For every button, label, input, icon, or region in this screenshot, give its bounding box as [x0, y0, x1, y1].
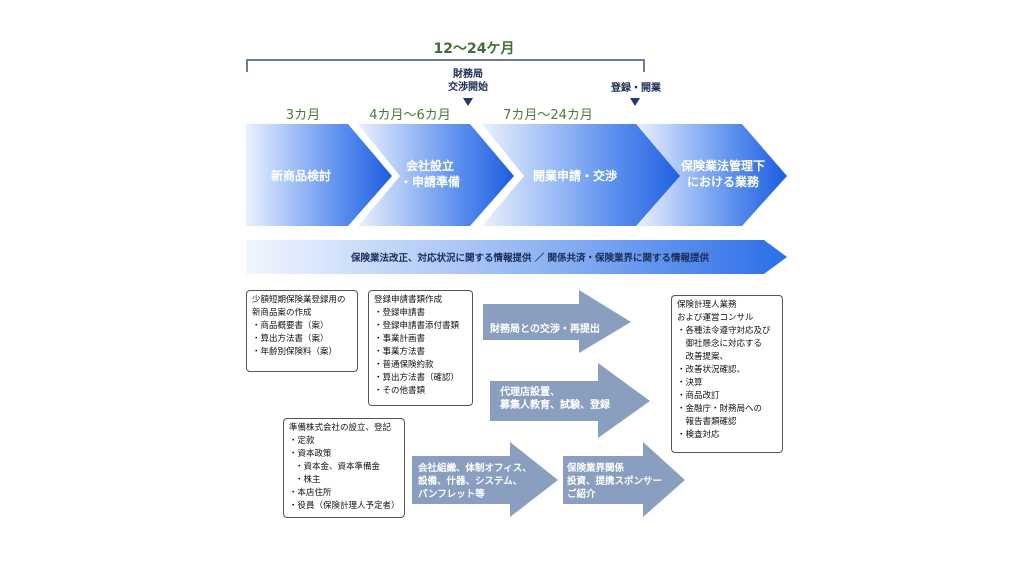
- duration-bracket: [246, 59, 645, 72]
- negotiation-arrow-text: 財務局との交渉・再提出: [490, 324, 600, 335]
- phase-chevron-2: [358, 124, 514, 226]
- industry-intro-arrow-text: 保険業界関係 投資、提携スポンサー ご紹介: [567, 463, 663, 500]
- negotiation-arrow: [483, 290, 631, 353]
- phase-3-text: 開業申請・交渉: [532, 169, 617, 183]
- registration-marker: [630, 98, 640, 106]
- list-item: ・登録申請書: [374, 308, 426, 318]
- info-banner-arrow: [246, 240, 787, 274]
- company-setup-title: 準備株式会社の設立、登記: [289, 423, 392, 433]
- list-item: ・年齢別保険料（案）: [252, 347, 338, 357]
- list-item: ・算出方法書（確認）: [374, 373, 460, 383]
- company-setup-box: 準備株式会社の設立、登記 ・定款 ・資本政策 ・資本金、資本準備金 ・株主 ・本…: [283, 418, 405, 518]
- actuary-title: 保険計理人業務 および運営コンサル: [677, 300, 754, 323]
- list-item: ・事業計画書: [374, 334, 426, 344]
- total-duration-label: 12〜24ケ月: [433, 41, 515, 57]
- list-item: ・商品概要書（案）: [252, 321, 329, 331]
- agency-arrow: [490, 363, 650, 438]
- office-setup-arrow: [412, 442, 558, 517]
- period-label-1: 3カ月: [285, 108, 321, 123]
- negotiation-start-marker: [463, 98, 473, 106]
- registration-label: 登録・開業: [611, 83, 661, 94]
- office-setup-arrow-text: 会社組織、体制オフィス、 設備、什器、システム、 パンフレット等: [418, 463, 532, 500]
- product-draft-box: 少額短期保険業登録用の 新商品案の作成 ・商品概要書（案） ・算出方法書（案） …: [246, 290, 358, 372]
- list-item: ・事業方法書: [374, 347, 426, 357]
- list-item: ・商品改訂: [677, 391, 720, 401]
- negotiation-start-label: 財務局 交渉開始: [448, 69, 488, 93]
- registration-docs-title: 登録申請書類作成: [374, 295, 443, 305]
- registration-docs-box: 登録申請書類作成 ・登録申請書 ・登録申請書添付書類 ・事業計画書 ・事業方法書…: [368, 290, 473, 406]
- phase-chevron-3: [482, 124, 686, 226]
- list-item: ・金融庁・財務局への 報告書類確認: [677, 404, 763, 427]
- list-item: ・役員（保険計理人予定者）: [289, 501, 400, 511]
- list-item: ・定款: [289, 436, 315, 446]
- list-item: ・決算: [677, 378, 703, 388]
- phase-chevron-4: [636, 124, 787, 226]
- industry-intro-arrow: [563, 442, 685, 517]
- list-item: ・算出方法書（案）: [252, 334, 329, 344]
- period-label-3: 7カ月〜24カ月: [503, 108, 593, 123]
- list-item: ・改善状況確認、: [677, 365, 746, 375]
- list-item: ・資本政策: [289, 449, 332, 459]
- list-item: ・本店住所: [289, 488, 332, 498]
- list-item: ・各種法令遵守対応及び 御社懸念に対応する 改善提案、: [677, 326, 771, 362]
- phase-4-text: 保険業法管理下 における業務: [680, 159, 765, 189]
- list-item: ・その他書類: [374, 386, 426, 396]
- phase-1-text: 新商品検討: [270, 169, 331, 183]
- list-item: ・株主: [295, 475, 321, 485]
- list-item: ・登録申請書添付書類: [374, 321, 460, 331]
- period-label-2: 4カ月〜6カ月: [369, 108, 451, 123]
- phase-2-text: 会社設立 ・申請準備: [399, 159, 460, 189]
- phase-chevron-1: [246, 124, 392, 226]
- agency-arrow-text: 代理店設置、 募集人教育、試験、登録: [500, 387, 610, 411]
- phase-chevrons: [246, 124, 787, 226]
- list-item: ・検査対応: [677, 430, 720, 440]
- list-item: ・普通保険約款: [374, 360, 434, 370]
- actuary-consulting-box: 保険計理人業務 および運営コンサル ・各種法令遵守対応及び 御社懸念に対応する …: [671, 295, 783, 453]
- list-item: ・資本金、資本準備金: [295, 462, 381, 472]
- info-banner-text: 保険業法改正、対応状況に関する情報提供 ／ 関係共済・保険業界に関する情報提供: [350, 253, 710, 264]
- product-draft-title: 少額短期保険業登録用の 新商品案の作成: [252, 295, 346, 318]
